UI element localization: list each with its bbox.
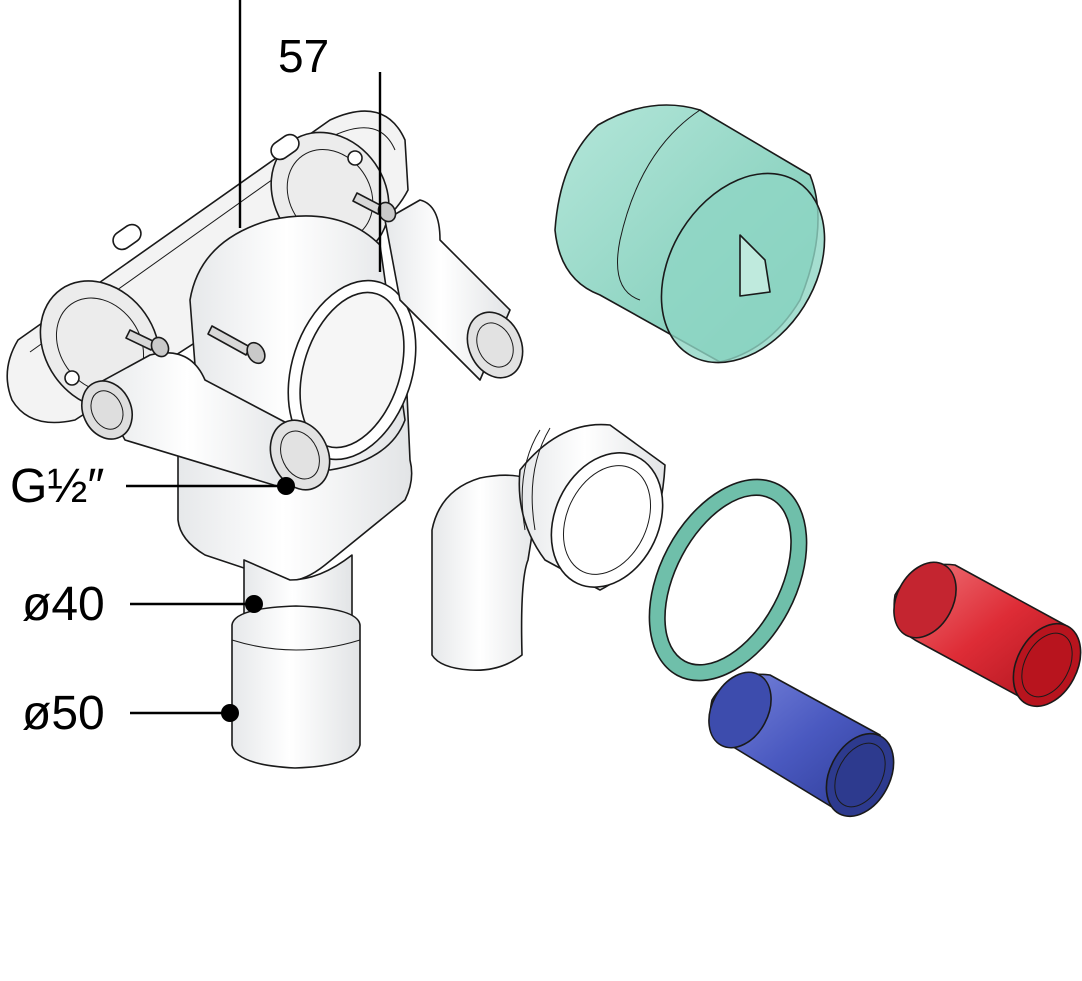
callout-dot: [277, 477, 295, 495]
diameter-40-label: ø40: [22, 578, 105, 631]
cover-cap: [554, 104, 826, 364]
siphon-body: [177, 215, 417, 769]
callout-thread: G½″: [10, 460, 295, 513]
dimension-57: 57: [238, 0, 382, 272]
diameter-50-label: ø50: [22, 687, 105, 740]
callout-dia-50: ø50: [22, 687, 239, 740]
callout-dia-40: ø40: [22, 578, 263, 631]
right-thread-elbow: [384, 199, 524, 381]
thread-size-label: G½″: [10, 460, 104, 513]
screws: [125, 192, 397, 365]
callout-dot: [221, 704, 239, 722]
ring-nut: [648, 478, 808, 682]
dim-depth-label: 57: [278, 30, 329, 82]
outlet-elbow: [431, 423, 666, 672]
red-sleeve: [893, 561, 1082, 708]
callout-dot: [245, 595, 263, 613]
blue-sleeve: [708, 671, 895, 818]
